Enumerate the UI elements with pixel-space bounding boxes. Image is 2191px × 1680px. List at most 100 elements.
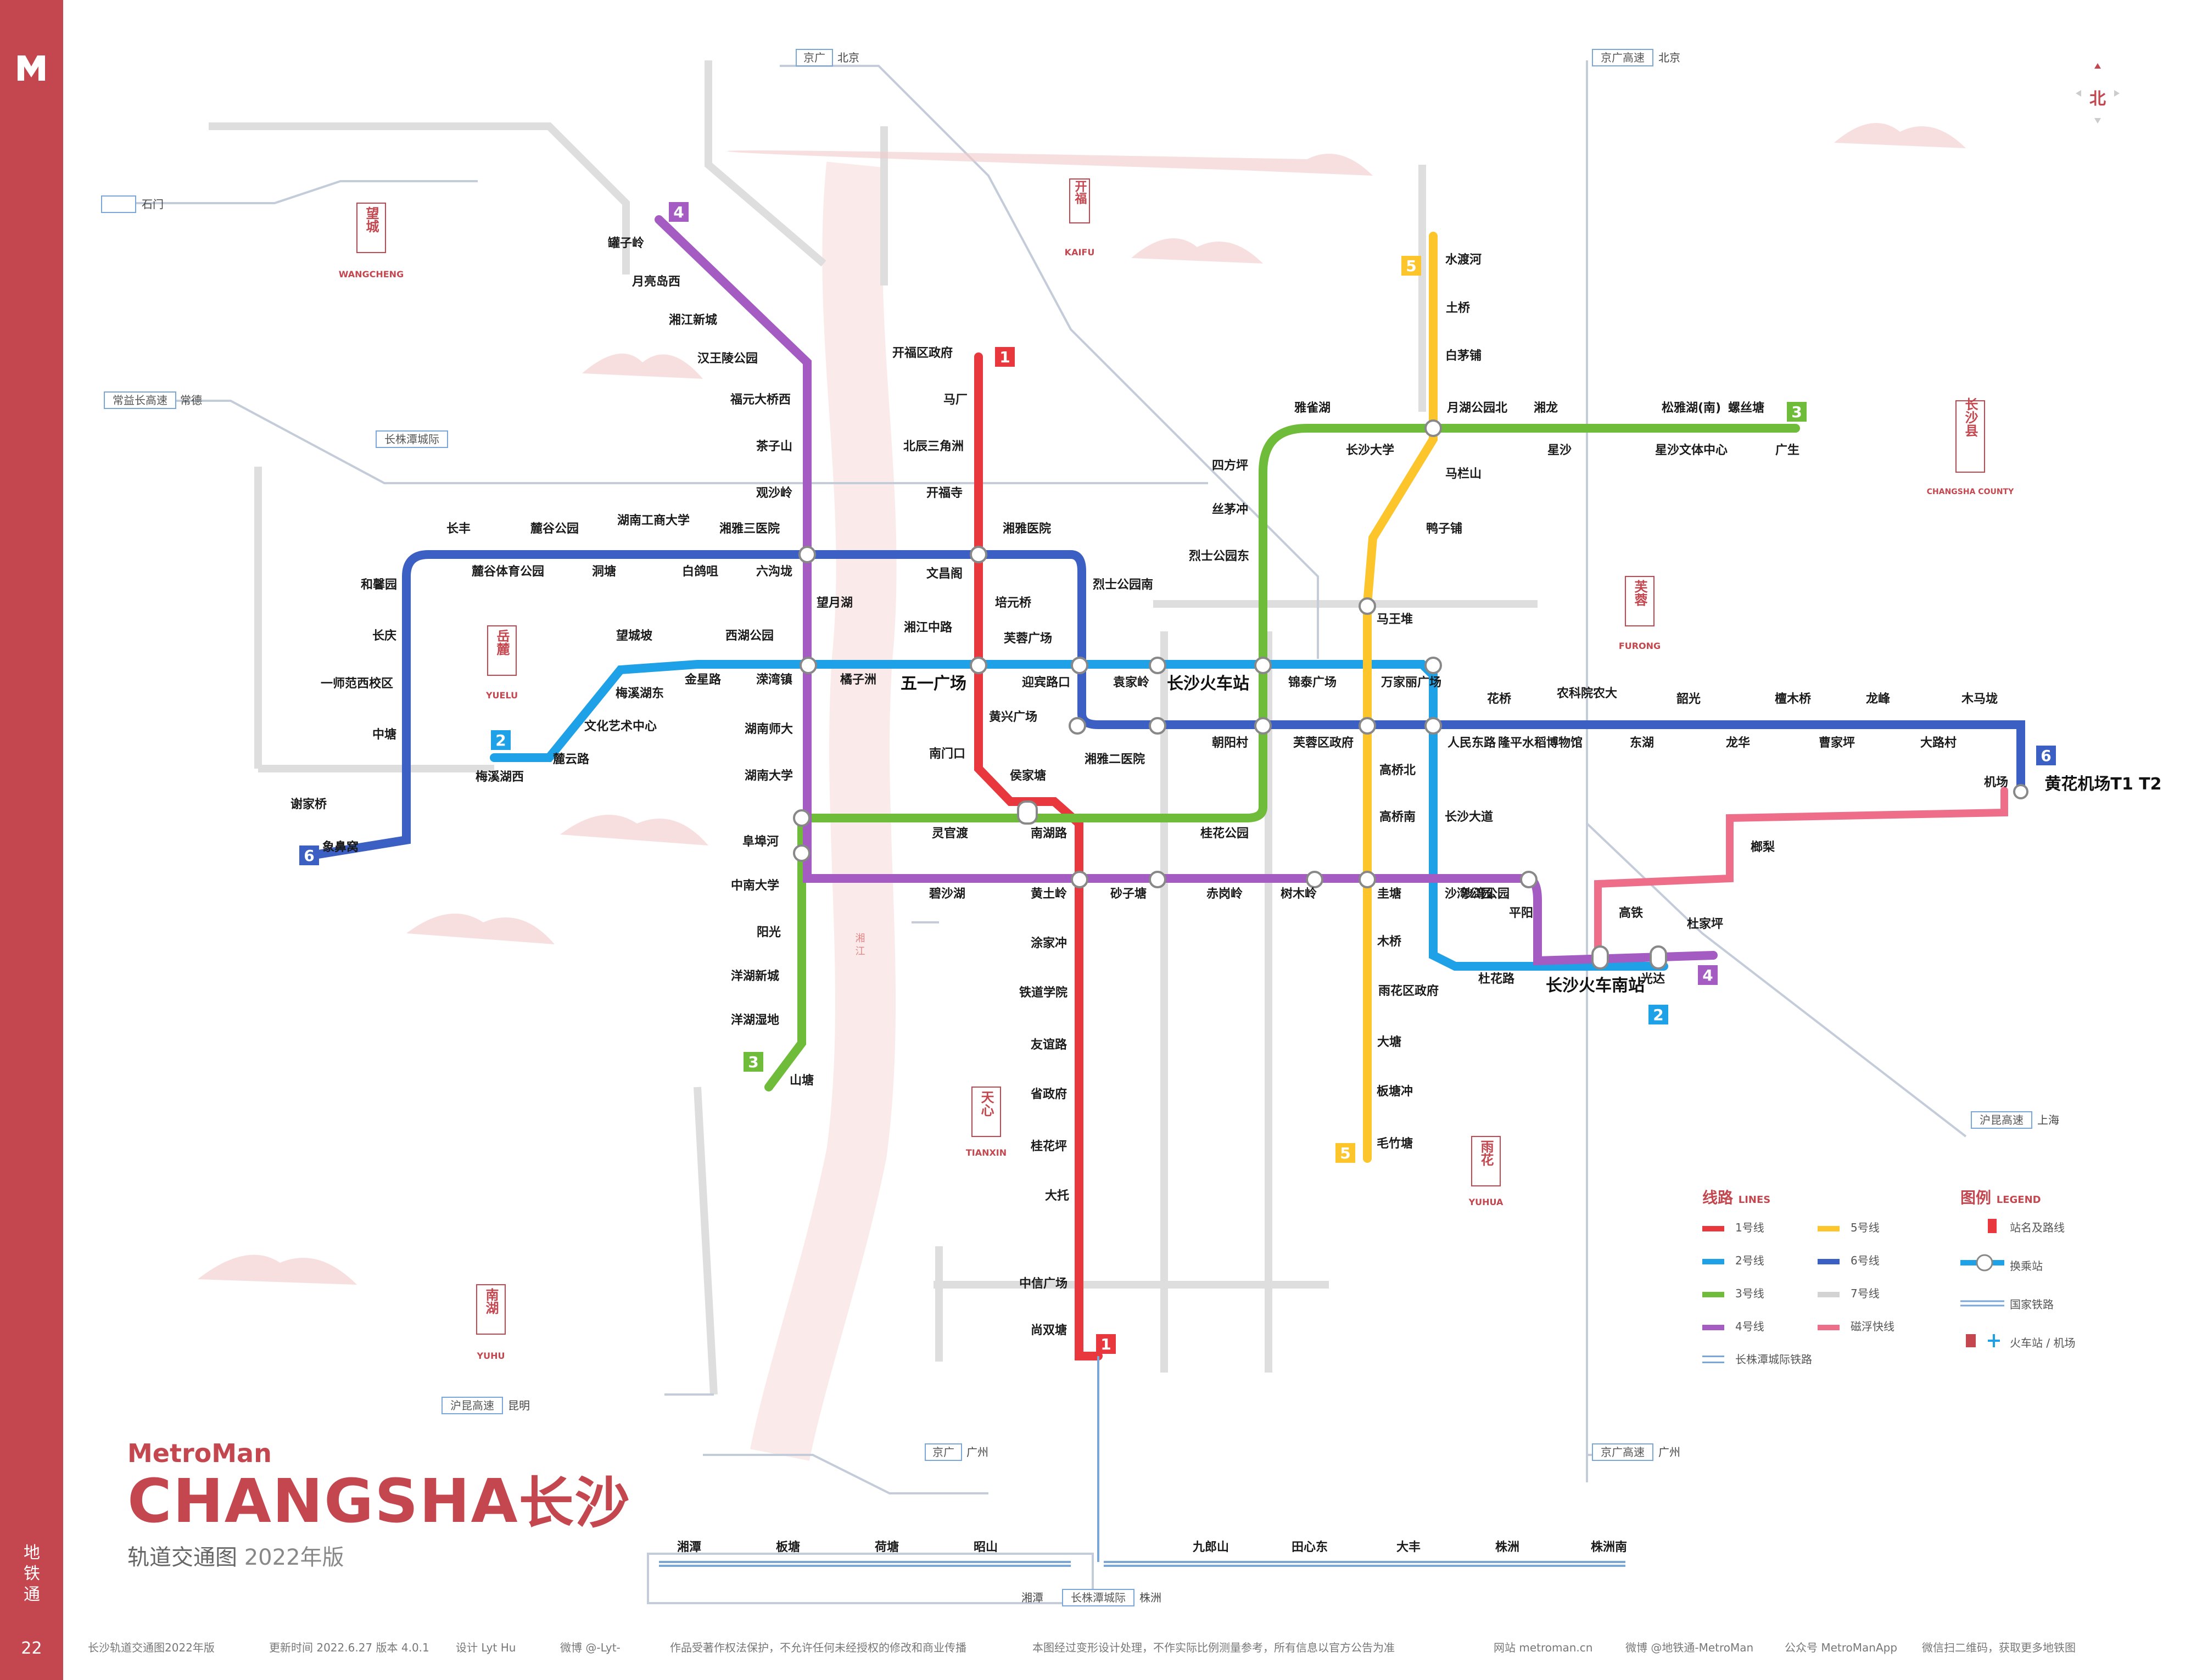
station-label[interactable]: 曹家坪 [1819, 736, 1855, 750]
station-label[interactable]: 北辰三角洲 [903, 439, 964, 453]
station-label[interactable]: 星沙文体中心 [1655, 443, 1728, 457]
station-label[interactable]: 谢家桥 [290, 797, 327, 811]
station-label[interactable]: 麓谷公园 [530, 522, 579, 536]
station-label[interactable]: 袁家岭 [1113, 675, 1149, 690]
station-label[interactable]: 农科院农大 [1556, 686, 1617, 701]
station-label[interactable]: 福元大桥西 [730, 393, 791, 407]
station-label[interactable]: 一师范西校区 [321, 676, 393, 691]
station-label[interactable]: 碧沙湖 [929, 887, 965, 901]
station-label[interactable]: 湖南工商大学 [617, 513, 690, 528]
station-label[interactable]: 友谊路 [1031, 1038, 1067, 1052]
station-label[interactable]: 灵官渡 [932, 826, 969, 841]
station-label[interactable]: 湘雅二医院 [1085, 752, 1145, 766]
station-label[interactable]: 汉王陵公园 [697, 351, 758, 366]
intercity-station[interactable]: 荷塘 [875, 1540, 899, 1554]
station-label[interactable]: 黄兴广场 [989, 710, 1037, 724]
station-label[interactable]: 侯家塘 [1010, 769, 1046, 783]
station-label[interactable]: 涂家冲 [1031, 936, 1067, 950]
station-label[interactable]: 西湖公园 [725, 629, 774, 643]
station-label[interactable]: 杜家坪 [1687, 917, 1723, 931]
station-label[interactable]: 沙湾公园 [1461, 887, 1510, 901]
station-label[interactable]: 长沙大学 [1346, 443, 1394, 457]
station-label[interactable]: 龙华 [1726, 736, 1750, 750]
station-label[interactable]: 阜埠河 [742, 835, 779, 849]
intercity-station[interactable]: 株洲南 [1591, 1541, 1627, 1554]
station-label[interactable]: 木桥 [1377, 934, 1401, 949]
station-label[interactable]: 梅溪湖东 [616, 686, 664, 701]
station-label[interactable]: 罐子岭 [607, 236, 644, 250]
station-label[interactable]: 南湖路 [1031, 826, 1067, 841]
station-label[interactable]: 烈士公园东 [1189, 549, 1249, 563]
station-label[interactable]: 文昌阁 [926, 567, 963, 581]
station-label[interactable]: 六沟垅 [756, 564, 792, 579]
station-label[interactable]: 土桥 [1446, 301, 1470, 315]
station-label[interactable]: 中塘 [372, 727, 396, 742]
station-label[interactable]: 南门口 [929, 747, 965, 761]
station-label[interactable]: 开福寺 [926, 486, 963, 500]
station-label[interactable]: 洋湖湿地 [731, 1013, 779, 1027]
station-label[interactable]: 中信广场 [1019, 1276, 1067, 1291]
station-label[interactable]: 铁道学院 [1019, 985, 1067, 1000]
station-label[interactable]: 白茅铺 [1445, 349, 1482, 363]
intercity-station[interactable]: 昭山 [974, 1541, 998, 1554]
station-label[interactable]: 省政府 [1030, 1087, 1067, 1101]
station-label[interactable]: 月亮岛西 [631, 275, 680, 289]
intercity-station[interactable]: 大丰 [1396, 1541, 1421, 1554]
station-label[interactable]: 大托 [1045, 1189, 1069, 1203]
station-label[interactable]: 和馨园 [361, 578, 397, 592]
station-label[interactable]: 溁湾镇 [756, 673, 792, 687]
station-label[interactable]: 湘龙 [1534, 401, 1558, 415]
station-label[interactable]: 大路村 [1920, 736, 1957, 750]
footer-link[interactable]: 网站 metroman.cn [1494, 1641, 1593, 1654]
station-label[interactable]: 机场 [1984, 776, 2008, 789]
station-label[interactable]: 水渡河 [1445, 253, 1482, 267]
station-label[interactable]: 雨花区政府 [1378, 984, 1439, 998]
station-label[interactable]: 桂花公园 [1200, 826, 1249, 841]
station-label[interactable]: 五一广场 [901, 674, 966, 693]
station-label[interactable]: 茶子山 [756, 440, 792, 453]
station-label[interactable]: 迎宾路口 [1022, 675, 1070, 690]
station-label[interactable]: 金星路 [684, 673, 722, 687]
station-label[interactable]: 四方坪 [1212, 458, 1248, 473]
station-label[interactable]: 松雅湖(南) [1662, 401, 1721, 415]
station-label[interactable]: 砂子塘 [1110, 887, 1147, 901]
station-label[interactable]: 韶光 [1676, 692, 1701, 706]
station-label[interactable]: 文化艺术中心 [584, 719, 657, 733]
station-label[interactable]: 板塘冲 [1377, 1084, 1413, 1099]
station-label[interactable]: 树木岭 [1281, 887, 1317, 901]
station-label[interactable]: 培元桥 [995, 596, 1031, 610]
intercity-station[interactable]: 板塘 [776, 1540, 800, 1554]
station-label[interactable]: 望月湖 [817, 596, 853, 610]
station-label[interactable]: 长庆 [372, 629, 396, 643]
intercity-station[interactable]: 九郎山 [1192, 1540, 1229, 1554]
station-label[interactable]: 尚双塘 [1031, 1323, 1067, 1337]
station-label[interactable]: 毛竹塘 [1377, 1136, 1413, 1151]
station-label[interactable]: 中南大学 [731, 878, 779, 893]
station-label[interactable]: 雅雀湖 [1294, 401, 1331, 415]
station-label[interactable]: 月湖公园北 [1446, 401, 1507, 415]
station-label[interactable]: 山塘 [790, 1073, 814, 1088]
station-label[interactable]: 高桥南 [1379, 810, 1416, 824]
station-label[interactable]: 万家丽广场 [1380, 675, 1441, 690]
station-label[interactable]: 木马垅 [1961, 692, 1998, 706]
station-label[interactable]: 长沙火车站 [1167, 674, 1249, 693]
station-label[interactable]: 花桥 [1487, 692, 1511, 706]
station-label[interactable]: 朝阳村 [1212, 736, 1248, 750]
station-label[interactable]: 平阳 [1509, 906, 1533, 920]
station-label[interactable]: 榔梨 [1751, 841, 1775, 854]
station-label[interactable]: 马厂 [943, 393, 968, 407]
station-label[interactable]: 阳光 [757, 926, 781, 939]
station-label[interactable]: 白鸽咀 [682, 564, 718, 579]
station-label[interactable]: 大塘 [1377, 1035, 1401, 1049]
station-label[interactable]: 湘江中路 [904, 620, 953, 635]
station-label[interactable]: 湖南师大 [745, 722, 793, 736]
station-label[interactable]: 鸭子铺 [1426, 522, 1462, 536]
station-label[interactable]: 黄花机场T1 T2 [2044, 775, 2161, 794]
station-label[interactable]: 黄土岭 [1031, 887, 1067, 901]
station-label[interactable]: 檀木桥 [1775, 692, 1811, 706]
station-label[interactable]: 广生 [1775, 443, 1799, 457]
station-label[interactable]: 高铁 [1619, 906, 1643, 920]
station-label[interactable]: 星沙 [1547, 444, 1572, 457]
station-label[interactable]: 象鼻窝 [322, 840, 359, 854]
station-label[interactable]: 隆平水稻博物馆 [1498, 736, 1583, 750]
